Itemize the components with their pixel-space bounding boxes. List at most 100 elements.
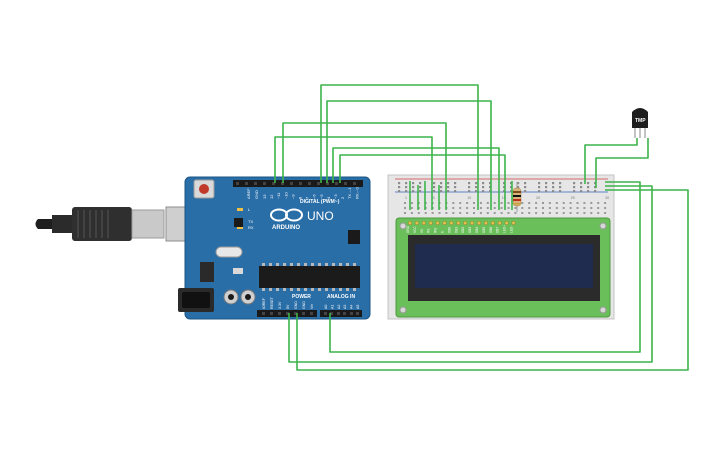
wire-sensor-gnd[interactable] — [595, 138, 649, 188]
breadboard-column-number: 20 — [536, 196, 540, 200]
rail-hole — [412, 182, 415, 185]
rail-hole — [503, 186, 506, 189]
digital-pin-label: 8 — [298, 196, 303, 199]
rail-hole — [412, 186, 415, 189]
lcd-pin — [428, 220, 433, 225]
usb-cable[interactable] — [35, 206, 211, 242]
breadboard-hole — [590, 212, 593, 214]
lcd-pin — [477, 220, 482, 225]
logo-text: ARDUINO — [272, 225, 300, 231]
lcd-pin — [463, 220, 468, 225]
rail-hole — [538, 190, 541, 193]
wire-5v[interactable] — [288, 185, 653, 363]
breadboard-hole — [535, 202, 538, 204]
breadboard-hole — [542, 207, 544, 209]
rail-hole — [559, 190, 562, 193]
breadboard-hole — [473, 202, 475, 204]
rail-holes — [398, 182, 597, 193]
wire-d2-db7[interactable] — [339, 154, 506, 210]
breadboard-hole — [583, 202, 586, 204]
rail-hole — [433, 186, 436, 189]
breadboard-hole — [597, 207, 600, 209]
wire-d12-rs[interactable] — [274, 136, 433, 210]
rail-hole — [489, 182, 492, 185]
rail-hole — [433, 190, 436, 193]
breadboard-hole — [493, 207, 496, 209]
lcd-pin-label: E — [441, 231, 445, 233]
breadboard-hole — [528, 202, 531, 204]
digital-pin-label: 7 — [305, 196, 310, 199]
rail-hole — [398, 190, 401, 193]
lcd-pin — [470, 220, 475, 225]
wire-sensor-a0[interactable] — [329, 181, 641, 353]
digital-pin-label: TX→1 — [347, 187, 352, 199]
breadboard-hole — [576, 212, 579, 214]
power-pin-label: 3.3V — [278, 301, 282, 309]
breadboard-hole — [493, 202, 496, 204]
digital-pin-label: ~3 — [333, 194, 338, 199]
breadboard-column-number: 15 — [502, 196, 506, 200]
rail-hole — [419, 186, 422, 189]
lcd-mount-hole-tl — [399, 222, 407, 230]
analog-pin-label: A1 — [330, 305, 334, 309]
lcd-pin-label: LED+ — [503, 225, 507, 233]
breadboard-hole — [521, 207, 524, 209]
breadboard-hole — [493, 212, 496, 214]
resistor[interactable] — [512, 182, 522, 212]
breadboard-hole — [569, 207, 572, 209]
analog-in-label: ANALOG IN — [327, 294, 355, 300]
breadboard-hole — [604, 212, 607, 214]
rail-hole — [594, 182, 597, 185]
lcd-pin — [456, 220, 461, 225]
breadboard-hole — [452, 202, 455, 204]
digital-pin-label: 13 — [262, 194, 267, 199]
wire-d3-db6[interactable] — [332, 147, 500, 210]
breadboard-column-number: 30 — [605, 196, 609, 200]
bottom-header-holes — [262, 312, 359, 315]
wires — [274, 84, 689, 371]
rail-hole — [503, 190, 506, 193]
breadboard-hole — [438, 212, 441, 214]
breadboard-hole — [555, 207, 558, 209]
rail-hole — [419, 190, 422, 193]
wire-sensor-vcc[interactable] — [584, 138, 638, 184]
digital-header[interactable] — [233, 180, 363, 187]
rail-hole — [419, 182, 422, 185]
lcd-pin — [414, 220, 419, 225]
usb-chip — [234, 218, 243, 227]
wire-gnd[interactable] — [296, 189, 689, 371]
led-tx-label: TX — [248, 219, 253, 224]
rail-hole — [538, 182, 541, 185]
rail-hole — [510, 186, 513, 189]
rail-hole — [517, 182, 520, 185]
power-label: POWER — [292, 294, 311, 300]
rail-hole — [433, 182, 436, 185]
breadboard-hole — [521, 202, 524, 204]
wire-d11-e[interactable] — [282, 122, 447, 210]
rail-hole — [412, 190, 415, 193]
breadboard-hole — [479, 202, 482, 204]
atmega-pins-bottom — [262, 288, 356, 291]
analog-header[interactable] — [320, 310, 362, 317]
tmp36-sensor[interactable]: TMP — [632, 108, 648, 138]
lcd-pin-header — [408, 220, 516, 225]
rail-hole — [405, 186, 408, 189]
lcd-pin — [421, 220, 426, 225]
rail-hole — [398, 182, 401, 185]
breadboard-hole — [590, 202, 593, 204]
breadboard-hole — [548, 212, 551, 214]
rail-hole — [594, 186, 597, 189]
lcd-pin — [435, 220, 440, 225]
breadboard-hole — [445, 212, 448, 214]
aref-label: AREF — [246, 188, 251, 199]
breadboard-hole — [466, 212, 469, 214]
breadboard-hole — [410, 207, 413, 209]
breadboard-hole — [521, 212, 524, 214]
rail-hole — [482, 190, 485, 193]
usb-strain-relief — [52, 215, 72, 233]
